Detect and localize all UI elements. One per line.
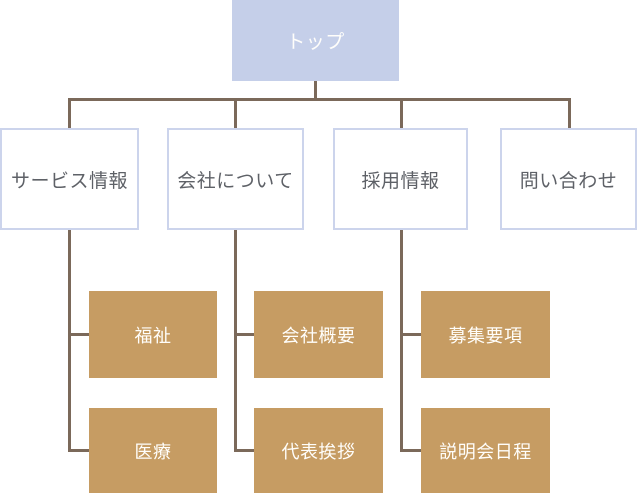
connector-stub-guidelines — [400, 333, 421, 336]
node-top: トップ — [232, 0, 399, 81]
connector-stub-overview — [234, 333, 254, 336]
node-contact: 問い合わせ — [500, 128, 637, 230]
node-application-guidelines: 募集要項 — [421, 291, 550, 378]
connector-trunk-service — [68, 230, 71, 452]
connector-stub-greeting — [234, 449, 254, 452]
connector-trunk-recruit — [400, 230, 403, 452]
node-company-overview: 会社概要 — [254, 291, 383, 378]
node-about-company: 会社について — [167, 128, 304, 230]
connector-stub-welfare — [68, 333, 89, 336]
node-ceo-greeting: 代表挨拶 — [254, 408, 383, 493]
connector-root-stem — [314, 81, 317, 101]
connector-stub-medical — [68, 449, 89, 452]
node-session-schedule: 説明会日程 — [421, 408, 550, 493]
connector-drop-company — [234, 98, 237, 128]
connector-trunk-company — [234, 230, 237, 452]
node-welfare: 福祉 — [89, 291, 217, 378]
connector-drop-service — [68, 98, 71, 128]
node-recruit-info: 採用情報 — [333, 128, 468, 230]
connector-horizontal-bus — [68, 98, 571, 101]
node-medical: 医療 — [89, 408, 217, 493]
connector-stub-schedule — [400, 449, 421, 452]
connector-drop-recruit — [400, 98, 403, 128]
node-service-info: サービス情報 — [0, 128, 139, 230]
connector-drop-contact — [568, 98, 571, 128]
